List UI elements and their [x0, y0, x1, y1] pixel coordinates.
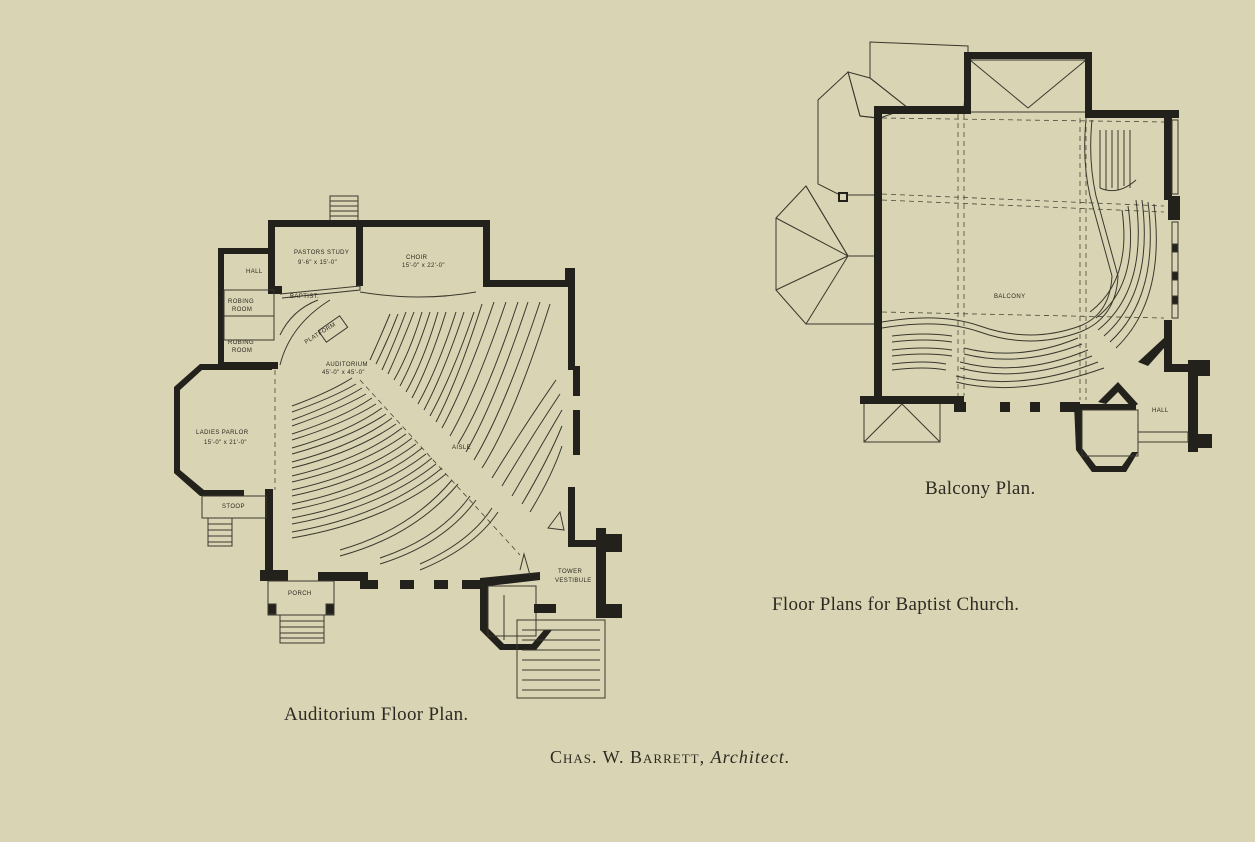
- label-robing-room-1: ROBING: [228, 299, 254, 305]
- platform: [279, 285, 477, 366]
- label-robing-room-2b: ROOM: [232, 348, 252, 354]
- balcony-walls: [838, 52, 1212, 472]
- auditorium-pews: [291, 301, 563, 571]
- label-platform: PLATFORM: [304, 322, 337, 346]
- label-pastors-study-dim: 9'-6" x 15'-0": [298, 260, 337, 266]
- label-baptistry: BAPTIST.: [290, 294, 319, 300]
- caption-architect: Chas. W. Barrett, Architect.: [550, 747, 790, 768]
- caption-auditorium-floor-plan: Auditorium Floor Plan.: [284, 704, 469, 725]
- label-tower-1: TOWER: [558, 569, 582, 575]
- label-auditorium: AUDITORIUM: [326, 362, 368, 368]
- label-choir: CHOIR: [406, 255, 428, 261]
- balcony-rail: [881, 119, 1113, 336]
- balcony-plan: BALCONY HALL: [775, 41, 1212, 472]
- architect-name: Chas. W. Barrett,: [550, 747, 706, 767]
- label-auditorium-dim: 45'-0" x 45'-0": [322, 370, 365, 376]
- label-hall: HALL: [246, 269, 263, 275]
- label-porch: PORCH: [288, 591, 312, 597]
- balcony-windows: [1137, 119, 1189, 443]
- stoop: [201, 495, 267, 547]
- label-robing-room-1b: ROOM: [232, 307, 252, 313]
- rear-steps: [329, 195, 359, 223]
- porch: [267, 580, 335, 644]
- balcony-dashed-lines: [881, 114, 1165, 400]
- label-stoop: STOOP: [222, 504, 245, 510]
- label-aisle: AISLE: [452, 445, 471, 451]
- caption-plate-title: Floor Plans for Baptist Church.: [772, 594, 1020, 615]
- auditorium-floor-plan: PASTORS STUDY 9'-6" x 15'-0" CHOIR 15'-0…: [174, 195, 622, 699]
- auditorium-walls: [174, 220, 622, 618]
- label-ladies-parlor-dim: 15'-0" x 21'-0": [204, 440, 247, 446]
- caption-balcony-plan: Balcony Plan.: [925, 478, 1036, 499]
- label-balcony: BALCONY: [994, 294, 1025, 300]
- label-ladies-parlor: LADIES PARLOR: [196, 430, 249, 436]
- tower: [480, 510, 606, 699]
- balcony-pews: [891, 130, 1157, 389]
- label-choir-dim: 15'-0" x 22'-0": [402, 263, 445, 269]
- label-pastors-study: PASTORS STUDY: [294, 250, 349, 256]
- label-robing-room-2: ROBING: [228, 340, 254, 346]
- auditorium-room-labels: PASTORS STUDY 9'-6" x 15'-0" CHOIR 15'-0…: [196, 250, 592, 597]
- aisle-line: [359, 379, 521, 556]
- architect-role: Architect.: [710, 747, 791, 767]
- balcony-roof-outlines: [775, 41, 1087, 443]
- label-balcony-hall: HALL: [1152, 408, 1169, 414]
- label-tower-2: VESTIBULE: [555, 578, 592, 584]
